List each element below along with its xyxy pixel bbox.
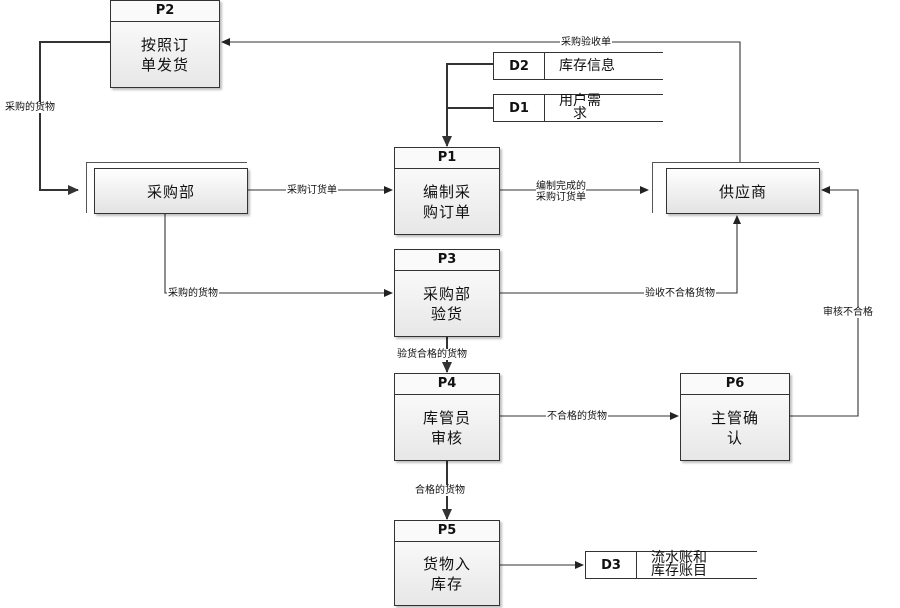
process-id: P4: [395, 374, 499, 395]
process-name: 采购部 验货: [422, 285, 471, 323]
process-name: 货物入 库存: [422, 555, 471, 593]
process-name: 库管员 审核: [422, 409, 471, 447]
flow-goods-to-purchasing: [39, 41, 110, 195]
flow-acceptance-form: [221, 38, 741, 162]
data-store-d2[interactable]: D2 库存信息: [493, 52, 663, 80]
process-p6[interactable]: P6 主管确 认: [680, 373, 790, 461]
process-id: P6: [681, 374, 789, 395]
store-id: D3: [586, 552, 637, 578]
flow-label-review-failed: 审核不合格: [822, 307, 874, 318]
flow-label-nonconforming: 不合格的货物: [546, 411, 608, 422]
flow-review-failed: [790, 186, 859, 417]
process-name: 编制采 购订单: [422, 183, 471, 221]
data-store-d1[interactable]: D1 用户需 求: [493, 94, 663, 122]
flow-d2-to-p1: [442, 63, 493, 147]
store-id: D1: [494, 95, 545, 121]
process-id: P2: [111, 1, 219, 22]
process-id: P5: [395, 521, 499, 542]
process-id: P1: [395, 148, 499, 169]
process-p2[interactable]: P2 按照订 单发货: [110, 0, 220, 88]
process-p4[interactable]: P4 库管员 审核: [394, 373, 500, 461]
process-name: 按照订 单发货: [140, 36, 189, 74]
process-p5[interactable]: P5 货物入 库存: [394, 520, 500, 606]
flow-label-accepted-goods: 验货合格的货物: [396, 349, 468, 360]
entity-purchasing-shadow: [86, 162, 247, 213]
entity-label: 供应商: [718, 182, 767, 201]
flow-goods-to-p3: [164, 212, 393, 297]
flow-label-completed-order: 编制完成的 采购订货单: [536, 181, 586, 203]
flow-label-acceptance-form: 采购验收单: [560, 37, 612, 48]
data-store-d3[interactable]: D3 流水账和 库存账目: [585, 551, 757, 579]
process-id: P3: [395, 250, 499, 271]
flow-rejected-acceptance: [500, 215, 741, 294]
entity-supplier-shadow: [652, 162, 819, 213]
flow-label-goods-left: 采购的货物: [4, 102, 56, 113]
process-p1[interactable]: P1 编制采 购订单: [394, 147, 500, 235]
entity-supplier[interactable]: 供应商: [666, 168, 820, 214]
entity-label: 采购部: [146, 182, 195, 201]
flow-label-rejected-acceptance: 验收不合格货物: [644, 288, 716, 299]
store-name: 流水账和 库存账目: [651, 550, 707, 579]
process-name: 主管确 认: [710, 409, 759, 447]
store-name: 库存信息: [559, 57, 615, 74]
flow-label-qualified-goods: 合格的货物: [414, 485, 466, 496]
flow-label-purchase-order: 采购订货单: [286, 185, 338, 196]
store-id: D2: [494, 53, 545, 79]
entity-purchasing[interactable]: 采购部: [94, 168, 248, 214]
process-p3[interactable]: P3 采购部 验货: [394, 249, 500, 337]
flow-label-goods-mid: 采购的货物: [167, 288, 219, 299]
store-name: 用户需 求: [559, 93, 601, 122]
